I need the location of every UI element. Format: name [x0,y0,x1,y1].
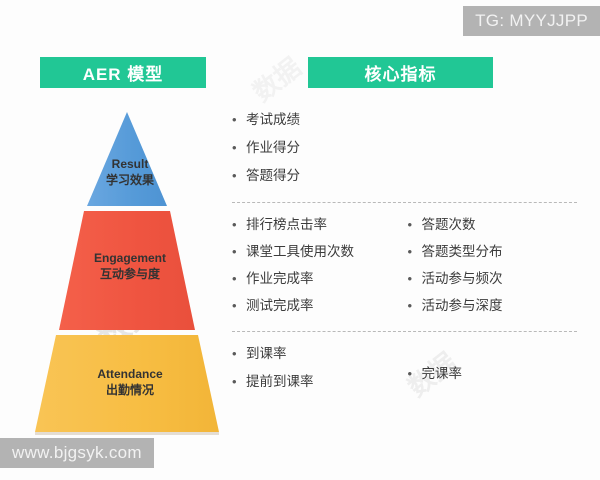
metric-item-label: 活动参与深度 [421,298,503,313]
metric-item: • 答题得分 [232,168,405,184]
metric-item-label: 排行榜点击率 [246,217,327,232]
site-watermark: www.bjgsyk.com [0,438,154,468]
metric-item: • 作业完成率 [232,271,402,287]
metric-item: • 答题类型分布 [408,244,578,260]
metric-item-label: 作业得分 [246,140,300,155]
metric-item: • 到课率 [232,346,402,362]
bullet-icon: • [407,298,413,313]
banner-core-metrics: 核心指标 [308,57,493,88]
metric-item-label: 答题次数 [421,217,476,232]
telegram-watermark: TG: MYYJJPP [463,6,600,36]
pyramid-tier-engagement [59,211,195,330]
metrics-group-attendance-right: • 完课率 [402,346,578,402]
bullet-icon: • [232,140,237,155]
pyramid-svg [35,112,219,435]
metrics-group-result: • 考试成绩 • 作业得分 • 答题得分 [232,112,577,196]
metric-item: • 排行榜点击率 [232,217,402,233]
pyramid-tier-attendance [35,335,219,432]
metrics-group-attendance: • 到课率 • 提前到课率 • 完课率 [232,346,577,402]
pyramid-tier-result [87,112,167,206]
metric-item: • 测试完成率 [232,298,402,314]
bullet-icon: • [407,244,413,259]
metrics-divider-1 [232,202,577,203]
metric-item-label: 考试成绩 [246,112,300,127]
ghost-watermark-top: 数据 [247,51,307,108]
metric-item-label: 作业完成率 [246,271,314,286]
metric-item: • 完课率 [408,366,463,382]
bullet-icon: • [232,112,237,127]
bullet-icon: • [232,374,237,389]
metric-item: • 活动参与深度 [408,298,578,314]
pyramid-base-shadow [35,432,219,435]
metrics-group-engagement: • 排行榜点击率 • 课堂工具使用次数 • 作业完成率 • 测试完成率 • 答题次数 • 答题类型分… [232,217,577,325]
metric-item-label: 答题得分 [246,168,300,183]
metric-item: • 活动参与频次 [408,271,578,287]
metrics-group-result-left: • 考试成绩 • 作业得分 • 答题得分 [232,112,405,196]
bullet-icon: • [232,271,237,286]
metric-item: • 提前到课率 [232,374,402,390]
metric-item: • 考试成绩 [232,112,405,128]
metric-item-label: 课堂工具使用次数 [246,244,354,259]
metric-item-label: 提前到课率 [246,374,314,389]
metrics-divider-2 [232,331,577,332]
metric-item-label: 答题类型分布 [421,244,503,259]
metrics-group-result-right [405,112,578,196]
metric-item-label: 到课率 [246,346,287,361]
metric-item-label: 测试完成率 [246,298,314,313]
metrics-group-engagement-right: • 答题次数 • 答题类型分布 • 活动参与频次 • 活动参与深度 [402,217,578,325]
metric-item: • 作业得分 [232,140,405,156]
bullet-icon: • [407,366,413,381]
bullet-icon: • [232,217,237,232]
bullet-icon: • [232,298,237,313]
metric-item-label: 活动参与频次 [421,271,503,286]
metric-item: • 答题次数 [408,217,578,233]
bullet-icon: • [407,271,413,286]
metric-item-label: 完课率 [421,366,463,381]
aer-pyramid: Result 学习效果 Engagement 互动参与度 Attendance … [35,108,225,438]
banner-aer-model: AER 模型 [40,57,206,88]
metric-item: • 课堂工具使用次数 [232,244,402,260]
metrics-group-engagement-left: • 排行榜点击率 • 课堂工具使用次数 • 作业完成率 • 测试完成率 [232,217,402,325]
metrics-group-attendance-left: • 到课率 • 提前到课率 [232,346,402,402]
bullet-icon: • [232,346,237,361]
bullet-icon: • [232,168,237,183]
bullet-icon: • [407,217,413,232]
bullet-icon: • [232,244,237,259]
metrics-panel: • 考试成绩 • 作业得分 • 答题得分 • 排行榜点击率 • 课堂工具使用次数 • 作业完成率 • 测… [232,112,577,402]
